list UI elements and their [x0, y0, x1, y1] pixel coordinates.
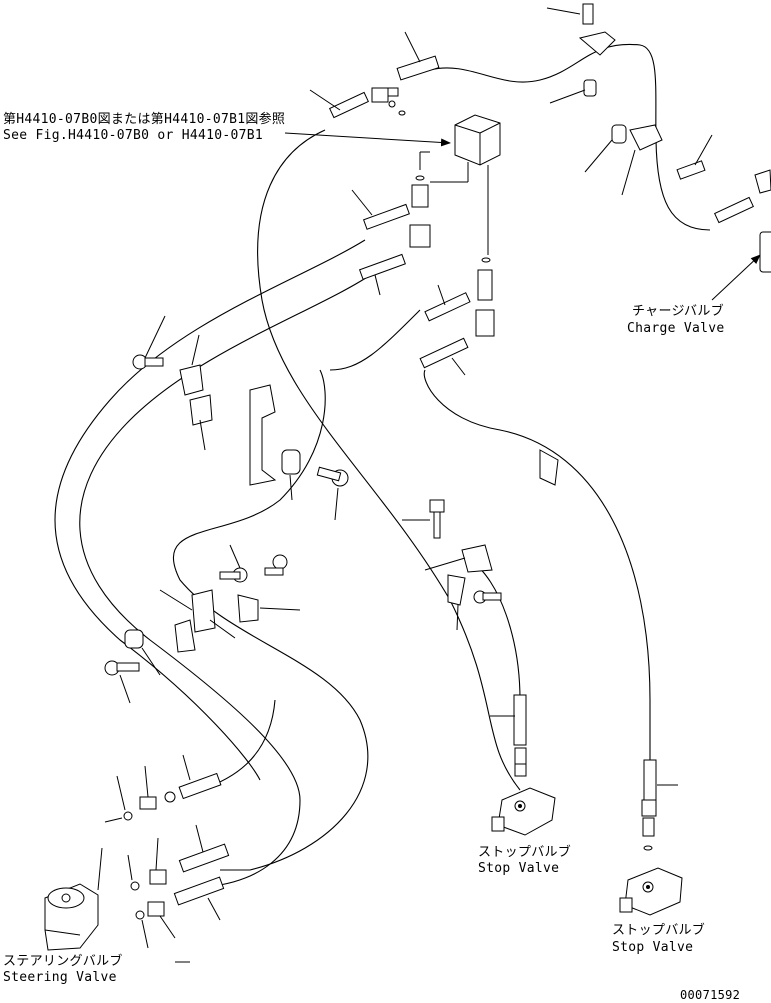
- reference-label-jp: 第H4410-07B0図または第H4410-07B1図参照: [3, 112, 286, 127]
- hoses: [54, 43, 711, 886]
- figure-number: 00071592: [680, 988, 741, 1002]
- bottom-fittings: [44, 694, 683, 951]
- stop-valve-2-label-jp: ストップバルブ: [612, 923, 706, 938]
- charge-valve-label-jp: チャージバルブ: [632, 304, 724, 319]
- top-fittings: [329, 3, 771, 369]
- brackets: [104, 354, 559, 676]
- stop-valve-1-label-jp: ストップバルブ: [478, 845, 572, 860]
- reference-label-en: See Fig.H4410-07B0 or H4410-07B1: [3, 128, 264, 143]
- leader-lines: [97, 7, 761, 963]
- charge-valve-label-en: Charge Valve: [627, 321, 725, 336]
- steering-valve-label-en: Steering Valve: [3, 970, 117, 985]
- stop-valve-2-label-en: Stop Valve: [612, 940, 694, 955]
- stop-valve-1-label-en: Stop Valve: [478, 861, 560, 876]
- steering-valve-label-jp: ステアリングバルブ: [3, 954, 123, 969]
